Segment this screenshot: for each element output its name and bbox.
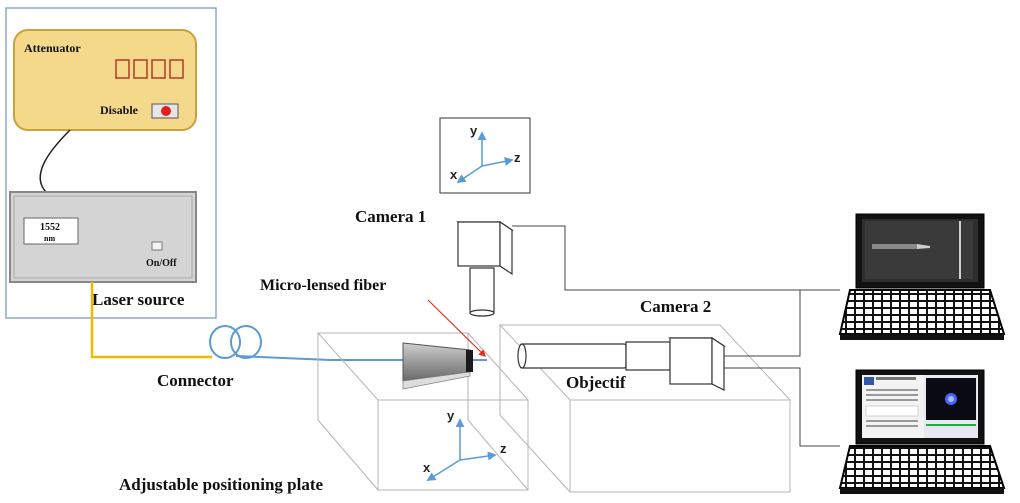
on-off-button[interactable]: [151, 241, 163, 251]
top-axis-y: y: [470, 123, 478, 138]
objectif-stage: [498, 324, 792, 493]
plate-axis-z: z: [500, 441, 507, 456]
camera2-cable-a: [724, 290, 801, 357]
micro-lensed-fiber-label: Micro-lensed fiber: [260, 277, 386, 294]
camera2-label: Camera 2: [640, 297, 711, 316]
seven-segment-display-icon: [115, 59, 184, 79]
attenuator-label: Attenuator: [24, 41, 81, 55]
laser-source-label: Laser source: [92, 290, 185, 309]
positioning-plate-label: Adjustable positioning plate: [119, 475, 323, 494]
objectif-tube: [517, 341, 671, 371]
laser-source-unit: 1552 nm On/Off: [9, 191, 197, 283]
yellow-fiber: [90, 282, 212, 359]
on-off-label: On/Off: [146, 258, 177, 269]
laptop-icon: [838, 213, 1006, 340]
top-axis-z: z: [514, 150, 521, 165]
camera1-label: Camera 1: [355, 207, 426, 226]
wavelength-unit: nm: [44, 234, 55, 243]
red-pointer-arrow: [427, 299, 487, 358]
disable-label: Disable: [100, 103, 139, 117]
objectif-label: Objectif: [566, 373, 626, 392]
camera2-cable-b: [724, 367, 840, 447]
control-cable: [39, 129, 71, 193]
wavelength-display: [23, 217, 79, 245]
attenuator-unit: Attenuator Disable: [13, 29, 197, 131]
plate-axes: y z x: [423, 408, 507, 481]
wavelength-value: 1552: [40, 222, 60, 233]
fiber-loop-icon: [209, 325, 262, 359]
laser-source-body: [9, 191, 197, 283]
camera1-axes-box: y z x: [439, 117, 531, 194]
red-toggle-switch-icon[interactable]: [151, 103, 179, 119]
fiber-holder: [402, 342, 487, 390]
instrument-panel: Attenuator Disable 1552 nm On/Off: [5, 7, 217, 319]
camera1: [456, 220, 514, 317]
plate-axis-x: x: [423, 460, 431, 475]
top-axis-x: x: [450, 167, 458, 182]
plate-axis-y: y: [447, 408, 455, 423]
connector-label: Connector: [157, 371, 234, 390]
camera1-cable: [512, 225, 840, 291]
camera2: [668, 336, 726, 391]
attenuator-body: [13, 29, 197, 131]
laptop-icon: [838, 369, 1006, 494]
